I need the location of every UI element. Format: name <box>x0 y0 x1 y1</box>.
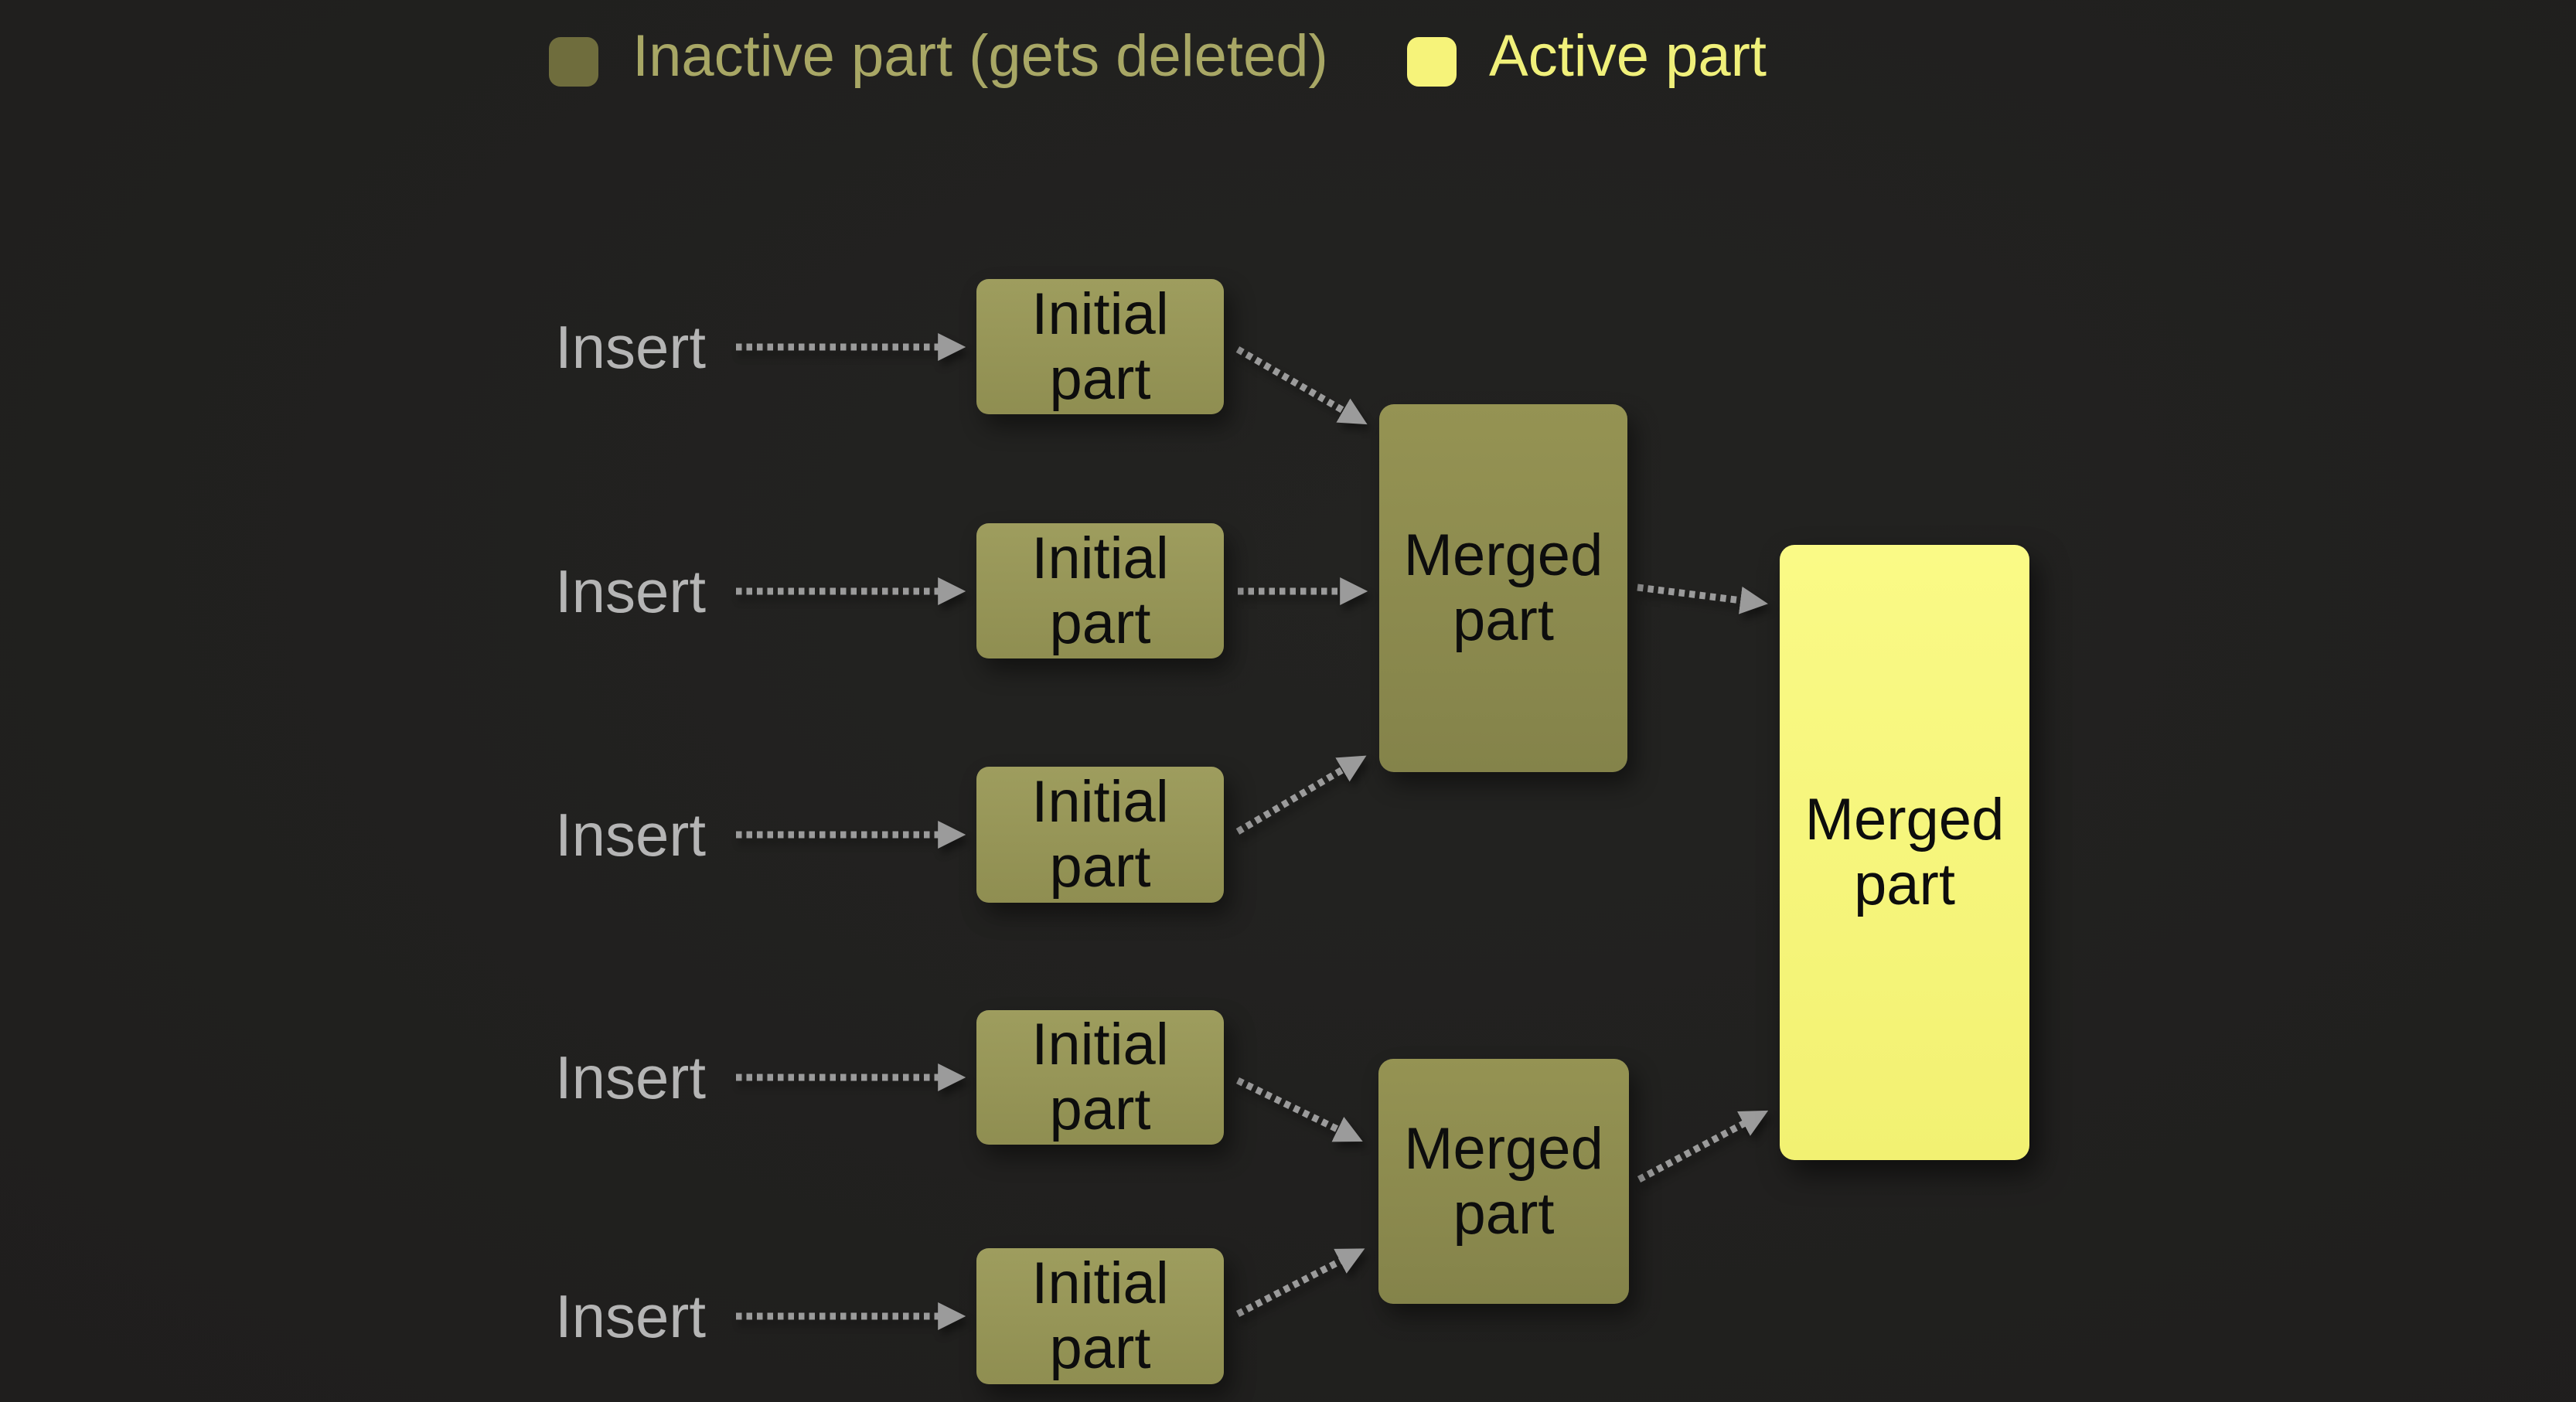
insert-label-row4: Insert <box>555 1043 707 1111</box>
arrow-initial3-to-merged1 <box>1235 755 1367 835</box>
legend-active-swatch-icon <box>1407 37 1457 87</box>
arrow-initial5-to-merged2 <box>1235 1248 1365 1318</box>
initial-part-box-3: Initial part <box>976 767 1224 903</box>
arrow-initial1-to-merged1 <box>1235 346 1368 425</box>
arrow-initial4-to-merged2 <box>1236 1077 1363 1142</box>
initial-part-box-2: Initial part <box>976 523 1224 658</box>
insert-label-row1: Insert <box>555 313 707 381</box>
legend-inactive-swatch-icon <box>549 37 598 87</box>
merged-part-box-1: Merged part <box>1379 404 1627 772</box>
legend-inactive-label: Inactive part (gets deleted) <box>632 23 1328 89</box>
merged-part-box-2: Merged part <box>1378 1059 1629 1304</box>
insert-label-row2: Insert <box>555 557 707 625</box>
final-merged-part-box: Merged part <box>1780 545 2029 1160</box>
insert-label-row3: Insert <box>555 801 707 869</box>
insert-label-row5: Insert <box>555 1282 707 1350</box>
initial-part-box-5: Initial part <box>976 1248 1224 1384</box>
initial-part-box-4: Initial part <box>976 1010 1224 1145</box>
initial-part-box-1: Initial part <box>976 279 1224 414</box>
arrow-merged2-to-final <box>1637 1110 1769 1183</box>
arrow-merged1-to-final <box>1637 584 1768 614</box>
legend-active-label: Active part <box>1489 23 1767 89</box>
